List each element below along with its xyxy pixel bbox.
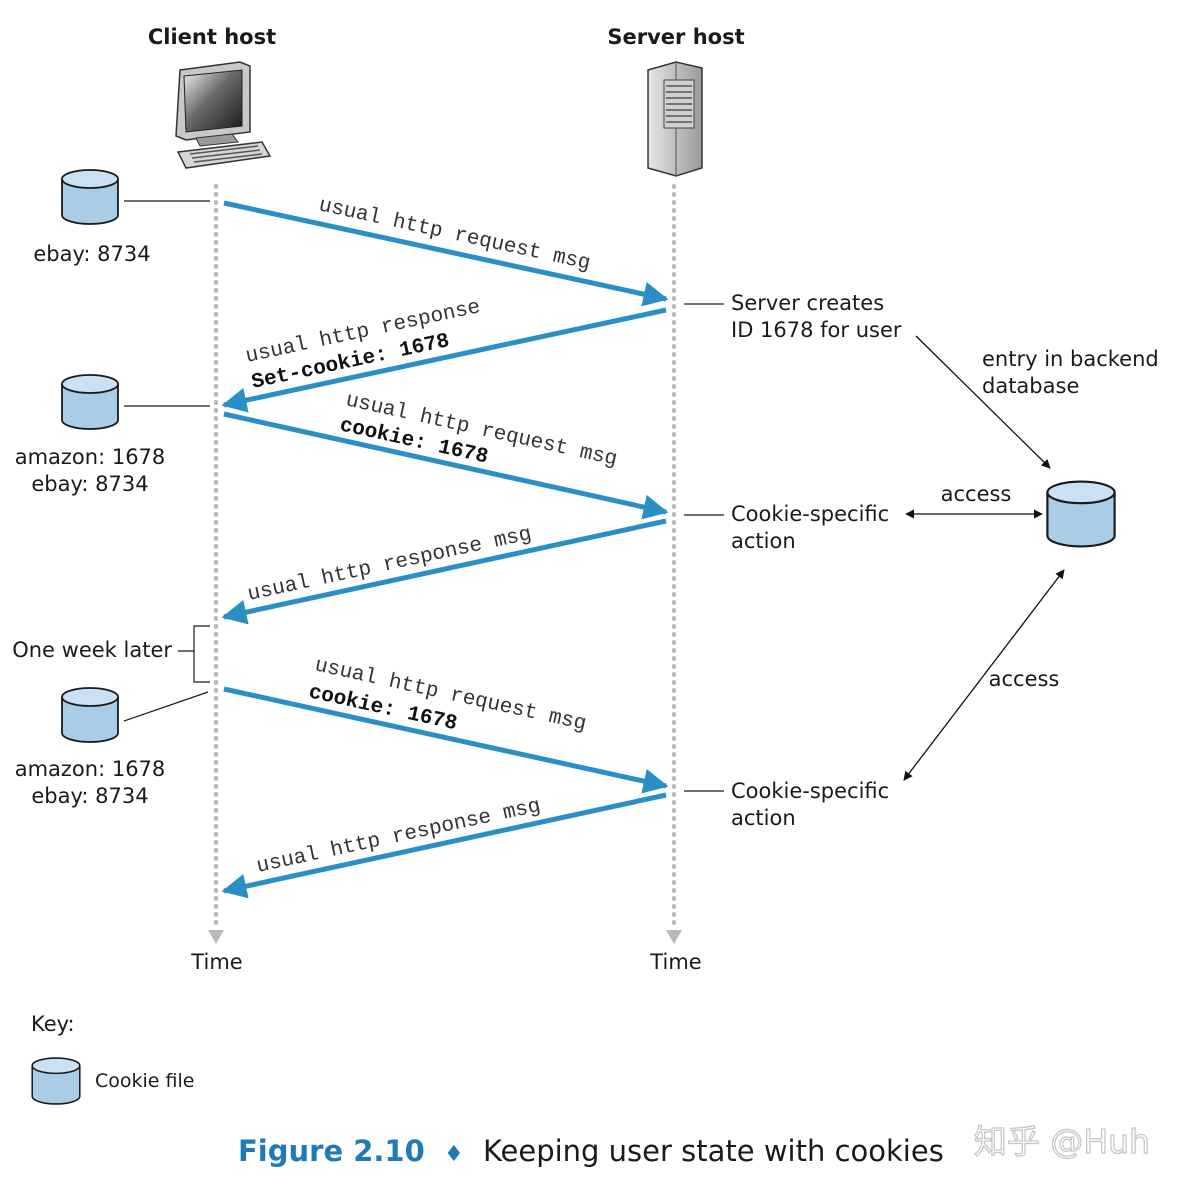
cookie-file-icon [61,687,119,743]
backend-label: database [982,374,1079,398]
request-arrow [223,411,669,520]
message-label: usual http request msg [317,194,593,276]
backend-database-icon [1046,480,1116,548]
cookie-file-entry: ebay: 8734 [31,784,148,808]
server-time-label: Time [649,950,701,974]
cookie-file-entry: amazon: 1678 [15,445,166,469]
cookie-file-icon [31,1057,81,1105]
cookie-file-icon [61,374,119,430]
server-note: Server creates [731,291,884,315]
request-arrow [223,200,669,307]
cookie-file-icon [61,169,119,225]
cookie-file-entry: ebay: 8734 [33,242,150,266]
cookie-file-entry: amazon: 1678 [15,757,166,781]
figure-caption: Figure 2.10 ♦ Keeping user state with co… [238,1134,944,1168]
request-arrow [223,686,669,794]
backend-label: entry in backend [982,347,1159,371]
one-week-later-label: One week later [12,638,172,662]
watermark: 知乎 @Huh [974,1122,1150,1161]
caption-separator: ♦ [444,1142,464,1167]
access-label: access [989,667,1060,691]
response-arrow [221,792,667,899]
one-week-bracket [178,625,210,683]
server-note: ID 1678 for user [731,318,902,342]
server-time-arrowhead [666,930,682,944]
key-title: Key: [31,1012,75,1036]
response-arrow [221,307,667,413]
figure-number: Figure 2.10 [238,1134,425,1168]
server-note: Cookie-specific [731,502,889,526]
server-note: action [731,806,796,830]
entry-arrow [915,335,1051,469]
key-cookie-file-label: Cookie file [95,1070,194,1092]
server-icon [647,61,703,177]
message-label: usual http response msg [255,795,543,879]
server-host-label: Server host [607,25,744,49]
access-arrow [903,569,1065,781]
client-time-arrowhead [208,930,224,944]
connector-line [123,691,209,722]
server-note: Cookie-specific [731,779,889,803]
client-host-label: Client host [148,25,276,49]
caption-text: Keeping user state with cookies [483,1134,944,1168]
access-label: access [941,482,1012,506]
cookie-file-entry: ebay: 8734 [31,472,148,496]
response-arrow [221,518,667,625]
client-time-label: Time [190,950,242,974]
server-note: action [731,529,796,553]
message-label: usual http response msg [246,523,534,607]
computer-icon [175,61,272,169]
